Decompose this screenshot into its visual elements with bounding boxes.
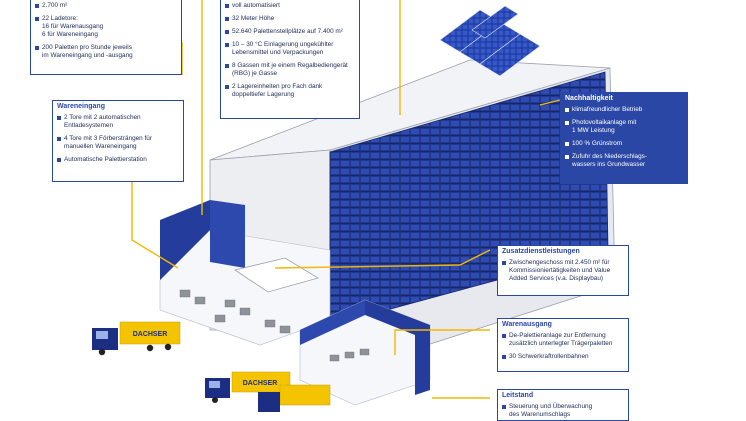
nachhaltigkeit-item: 100 % Grünstrom (565, 140, 683, 148)
nachhaltigkeit-item: Zufuhr des Niederschlags- wassers ins Gr… (565, 153, 683, 169)
callout-wareneingang: Wareneingang 2 Tore mit 2 automatischen … (52, 100, 184, 182)
zusatz-item: Zwischengeschoss mit 2.450 m² für Kommis… (502, 259, 624, 283)
callout-top-left: 2.700 m² 22 Ladetore: 16 für Warenausgan… (30, 0, 182, 75)
truck-inbound (92, 321, 181, 356)
nachhaltigkeit-item: klimafreundlicher Betrieb (565, 106, 683, 114)
storage-item: 32 Meter Höhe (225, 15, 355, 23)
callout-zusatzdienstleistungen: Zusatzdienstleistungen Zwischengeschoss … (497, 245, 629, 296)
storage-item: 52.640 Palettenstellplätze auf 7.400 m² (225, 28, 355, 36)
top-left-item: 2.700 m² (35, 2, 177, 10)
callout-hochregallager: voll automatisiert 32 Meter Höhe 52.640 … (220, 0, 360, 119)
warenausgang-item: 30 Schwerkraftrollenbahnen (502, 353, 624, 361)
warenausgang-title: Warenausgang (498, 319, 628, 329)
truck-outbound-1 (205, 371, 291, 403)
wareneingang-title: Wareneingang (53, 101, 183, 111)
callout-connectors (131, 0, 561, 399)
storage-item: 2 Lagereinheiten pro Fach dank doppeltie… (225, 83, 355, 99)
mezzanine (234, 257, 319, 293)
truck-brand-label: DACHSER (133, 331, 168, 338)
truck-outbound-2 (258, 384, 331, 412)
storage-item: 10 – 30 °C Einlagerung ungekühlter Leben… (225, 41, 355, 57)
truck-brand-label: DACHSER (243, 380, 278, 387)
leitstand-item: Steuerung und Überwachung des Warenumsch… (502, 403, 624, 419)
top-left-item: 22 Ladetore: 16 für Warenausgang 6 für W… (35, 15, 177, 39)
storage-item: 8 Gassen mit je einem Regalbediengerät (… (225, 62, 355, 78)
wareneingang-item: 4 Tore mit 3 Förbersträngen für manuelle… (57, 135, 179, 151)
inbound-hall-back-wall (210, 200, 245, 268)
callout-nachhaltigkeit: Nachhaltigkeit klimafreundlicher Betrieb… (560, 92, 688, 184)
callout-warenausgang: Warenausgang De-Palettieranlage zur Entf… (497, 318, 629, 372)
solar-panels (439, 5, 541, 77)
nachhaltigkeit-item: Photovoltaikanlage mit 1 MW Leistung (565, 119, 683, 135)
leitstand-title: Leitstand (498, 390, 628, 400)
inbound-hall-wall (160, 200, 210, 280)
top-left-item: 200 Paletten pro Stunde jeweils im Waren… (35, 44, 177, 60)
outbound-hall-wall (365, 300, 430, 395)
zusatz-title: Zusatzdienstleistungen (498, 246, 628, 256)
warenausgang-item: De-Palettieranlage zur Entfernung zusätz… (502, 332, 624, 348)
nachhaltigkeit-title: Nachhaltigkeit (561, 93, 687, 103)
wareneingang-item: 2 Tore mit 2 automatischen Entladesystem… (57, 114, 179, 130)
callout-leitstand: Leitstand Steuerung und Überwachung des … (497, 389, 629, 421)
outbound-hall-left-wall (300, 300, 365, 345)
storage-item: voll automatisiert (225, 2, 355, 10)
pallets (179, 289, 370, 362)
wareneingang-item: Automatische Palettierstation (57, 156, 179, 164)
